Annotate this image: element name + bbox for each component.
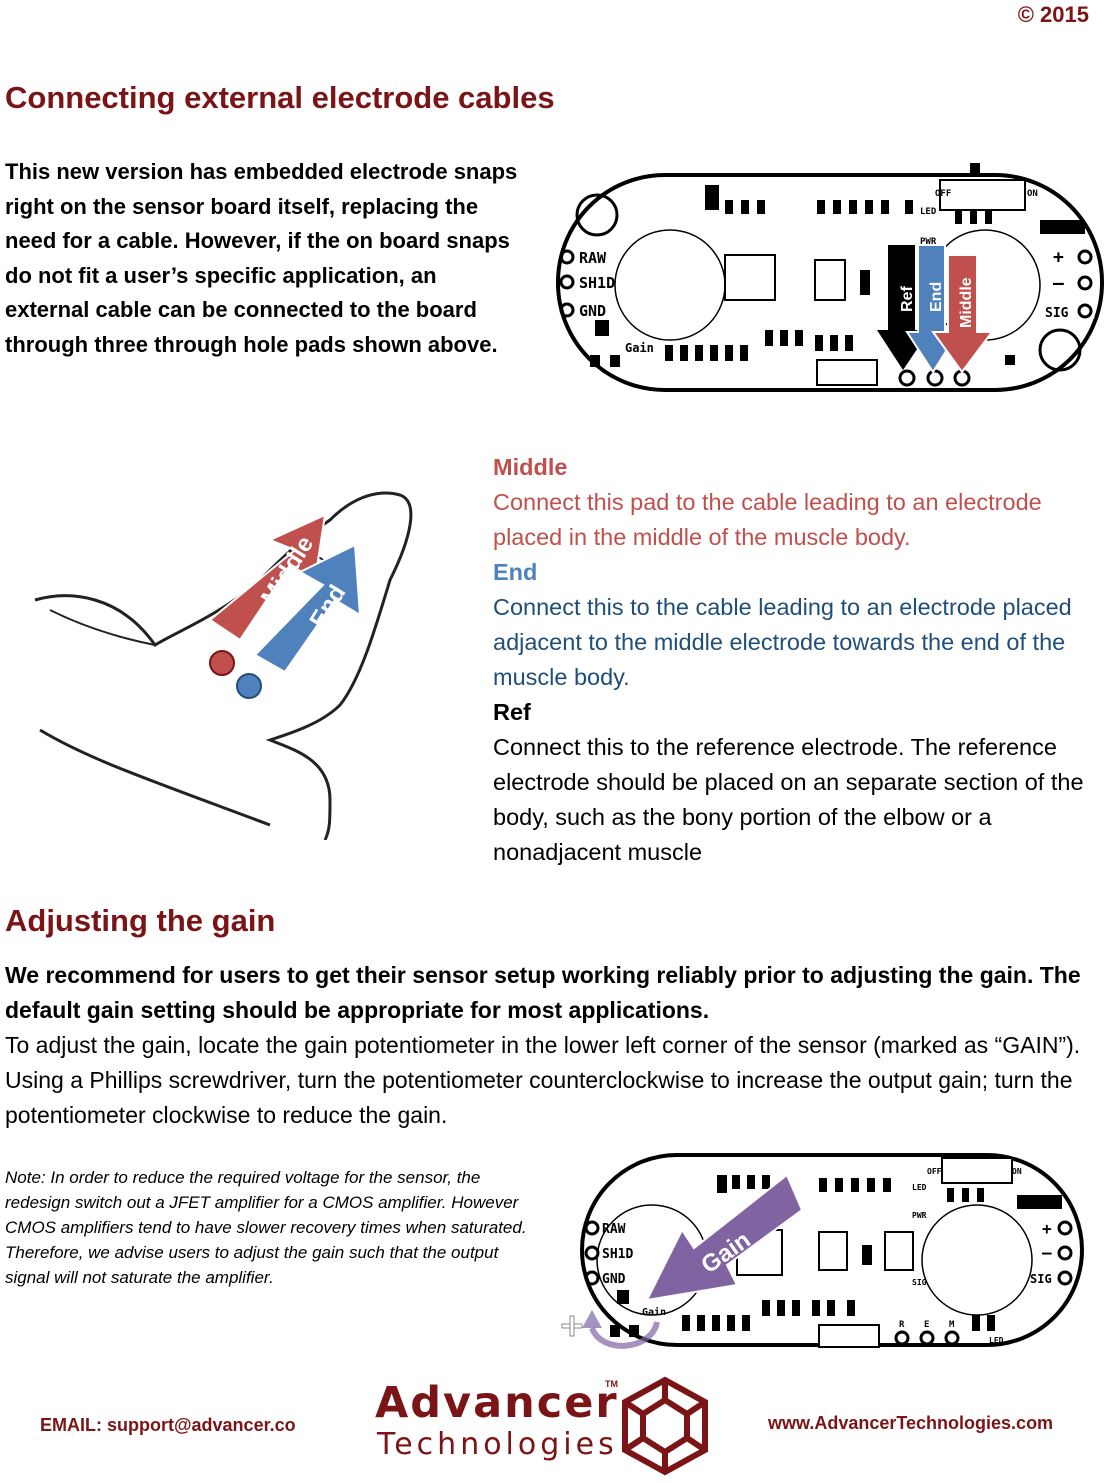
end-term: End (493, 559, 538, 585)
trademark: TM (605, 1379, 618, 1389)
pin-plus-2: + (1042, 1219, 1052, 1238)
switch-off-label-2: OFF (927, 1167, 942, 1176)
logo-word-advancer: Advancer (375, 1378, 619, 1428)
gain-silkscreen-2: Gain (642, 1306, 666, 1318)
middle-description: Connect this pad to the cable leading to… (493, 489, 1042, 550)
arrow-label-end: End (928, 282, 945, 312)
switch-off-label: OFF (935, 189, 951, 199)
led-label-3: LED (989, 1336, 1004, 1345)
switch-on-label: ON (1027, 189, 1038, 199)
logo-word-technologies: Technologies (376, 1427, 618, 1462)
arrow-label-ref: Ref (899, 286, 916, 312)
ref-description: Connect this to the reference electrode.… (493, 734, 1084, 865)
footer-email[interactable]: EMAIL: support@advancer.co (40, 1415, 296, 1435)
end-description: Connect this to the cable leading to an … (493, 594, 1072, 690)
hexagon-logo-icon (622, 1376, 708, 1476)
pin-gnd-2: GND (602, 1272, 626, 1287)
copyright: © 2015 (1017, 2, 1089, 27)
pad-letter-e: E (924, 1320, 929, 1330)
gain-silkscreen: Gain (625, 341, 654, 355)
pwr-label: PWR (920, 237, 937, 247)
section-title-connecting: Connecting external electrode cables (5, 80, 555, 115)
pin-minus-2: – (1042, 1243, 1052, 1262)
gain-instructions: To adjust the gain, locate the gain pote… (5, 1032, 1081, 1128)
pad-letter-r: R (899, 1320, 905, 1330)
pwr-label-2: PWR (912, 1211, 927, 1220)
pin-shid-2: SH1D (602, 1247, 633, 1262)
electrode-descriptions: Middle Connect this pad to the cable lea… (493, 450, 1103, 870)
pin-plus: + (1053, 247, 1064, 268)
sensor-board-gain-diagram: RAW SH1D GND + – SIG Gain OFF ON LED PWR… (561, 1153, 1084, 1349)
amplifier-note: Note: In order to reduce the required vo… (5, 1168, 527, 1287)
pin-minus: – (1053, 273, 1064, 294)
switch-on-label-2: ON (1012, 1167, 1022, 1176)
led-label: LED (920, 207, 937, 217)
pad-letter-m: M (949, 1320, 955, 1330)
sensor-board-diagram: RAW SH1D GND + – SIG Gain OFF ON LED PWR… (556, 163, 1104, 392)
arm-electrode-illustration: Middle End (34, 491, 413, 840)
pin-gnd: GND (579, 302, 606, 320)
arrow-label-middle: Middle (958, 277, 975, 328)
plus-icon (561, 1315, 583, 1337)
pin-raw-2: RAW (602, 1222, 626, 1237)
gain-recommendation: We recommend for users to get their sens… (5, 962, 1081, 1023)
pin-sig: SIG (1045, 306, 1069, 321)
led-label-2: LED (912, 1183, 927, 1192)
pin-raw: RAW (579, 249, 607, 267)
ref-term: Ref (493, 699, 531, 725)
advancer-logo: Advancer Technologies TM (375, 1376, 708, 1476)
section-title-gain: Adjusting the gain (5, 903, 276, 938)
footer-website-link[interactable]: www.AdvancerTechnologies.com (768, 1413, 1054, 1433)
pin-sig-2: SIG (1030, 1272, 1052, 1286)
middle-term: Middle (493, 454, 568, 480)
pin-shid: SH1D (579, 274, 615, 292)
intro-paragraph: This new version has embedded electrode … (5, 159, 518, 357)
sig-label-2: SIG (912, 1278, 927, 1287)
